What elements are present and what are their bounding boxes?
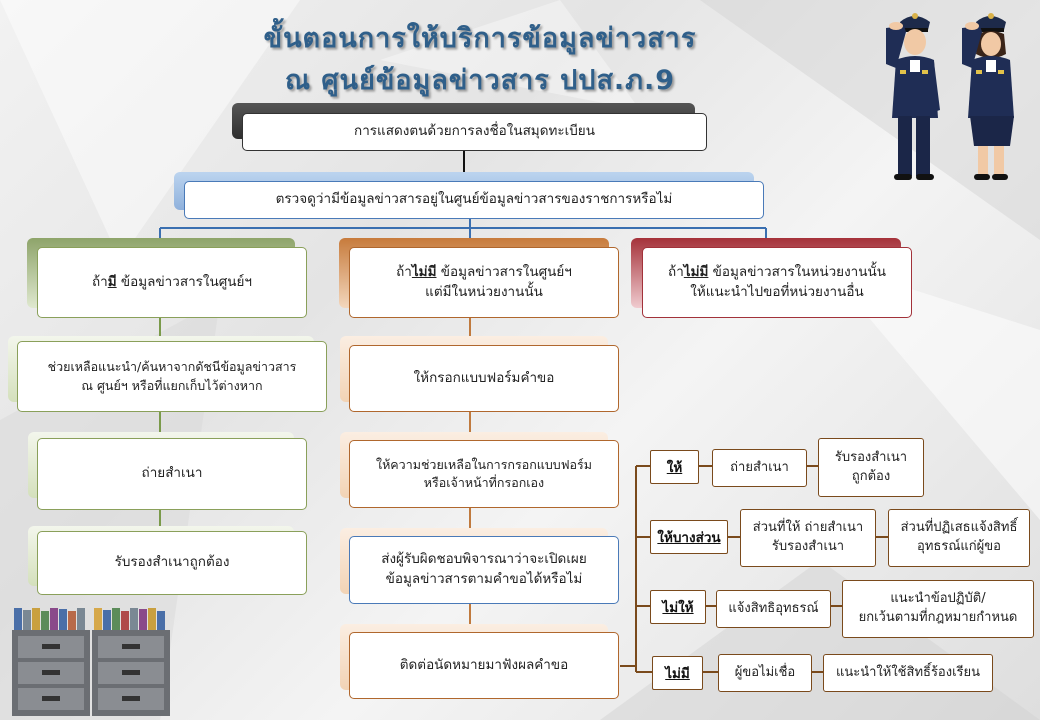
orange-step-2: ให้ความช่วยเหลือในการกรอกแบบฟอร์ม หรือเจ… xyxy=(349,440,619,508)
outcome-action-none: ผู้ขอไม่เชื่อ xyxy=(718,654,812,692)
green-step-2: ถ่ายสำเนา xyxy=(37,438,307,510)
green-step-3: รับรองสำเนาถูกต้อง xyxy=(37,531,307,595)
orange-step-3-text: ส่งผู้รับผิดชอบพิจารณาว่าจะเปิดเผย ข้อมู… xyxy=(381,551,587,587)
orange-branch-head: ถ้าไม่มี ข้อมูลข่าวสารในศูนย์ฯ แต่มีในหน… xyxy=(349,247,619,318)
orange-branch-head-text: ถ้าไม่มี ข้อมูลข่าวสารในศูนย์ฯ แต่มีในหน… xyxy=(396,263,572,300)
orange-step-3: ส่งผู้รับผิดชอบพิจารณาว่าจะเปิดเผย ข้อมู… xyxy=(349,536,619,604)
outcome-label-none: ไม่มี xyxy=(652,656,703,690)
orange-step-4: ติดต่อนัดหมายมาฟังผลคำขอ xyxy=(349,632,619,699)
register-step-text: การแสดงตนด้วยการลงชื่อในสมุดทะเบียน xyxy=(354,123,595,140)
outcome-result-partial: ส่วนที่ปฏิเสธแจ้งสิทธิ์ อุทธรณ์แก่ผู้ขอ xyxy=(888,509,1030,567)
green-step-2-text: ถ่ายสำเนา xyxy=(141,465,203,482)
officers-illustration-icon xyxy=(886,13,1014,180)
red-branch-head: ถ้าไม่มี ข้อมูลข่าวสารในหน่วยงานนั้น ให้… xyxy=(642,247,912,318)
green-branch-head-text: ถ้ามี ข้อมูลข่าวสารในศูนย์ฯ xyxy=(91,273,253,290)
red-branch-head-text: ถ้าไม่มี ข้อมูลข่าวสารในหน่วยงานนั้น ให้… xyxy=(668,263,886,300)
title-line-2: ณ ศูนย์ข้อมูลข่าวสาร ปปส.ภ.9 xyxy=(284,65,676,96)
outcome-result-none: แนะนำให้ใช้สิทธิ์ร้องเรียน xyxy=(823,654,993,692)
outcome-label-give: ให้ xyxy=(650,450,699,484)
outcome-label-partial: ให้บางส่วน xyxy=(650,520,728,554)
outcome-result-refuse: แนะนำข้อปฏิบัติ/ ยกเว้นตามที่กฎหมายกำหนด xyxy=(842,580,1034,638)
orange-step-4-text: ติดต่อนัดหมายมาฟังผลคำขอ xyxy=(399,656,569,673)
outcome-action-partial: ส่วนที่ให้ ถ่ายสำเนา รับรองสำเนา xyxy=(740,509,876,567)
title-line-1: ขั้นตอนการให้บริการข้อมูลข่าวสาร xyxy=(263,23,697,54)
outcome-result-give: รับรองสำเนา ถูกต้อง xyxy=(818,438,924,497)
green-branch-head: ถ้ามี ข้อมูลข่าวสารในศูนย์ฯ xyxy=(37,247,307,318)
check-step-text: ตรวจดูว่ามีข้อมูลข่าวสารอยู่ในศูนย์ข้อมู… xyxy=(275,191,673,208)
green-step-1: ช่วยเหลือแนะนำ/ค้นหาจากดัชนีข้อมูลข่าวสา… xyxy=(17,341,327,412)
green-step-1-text: ช่วยเหลือแนะนำ/ค้นหาจากดัชนีข้อมูลข่าวสา… xyxy=(47,359,297,393)
check-step: ตรวจดูว่ามีข้อมูลข่าวสารอยู่ในศูนย์ข้อมู… xyxy=(184,181,764,219)
green-step-3-text: รับรองสำเนาถูกต้อง xyxy=(114,554,230,571)
orange-step-2-text: ให้ความช่วยเหลือในการกรอกแบบฟอร์ม หรือเจ… xyxy=(375,456,593,490)
filing-cabinet-icon xyxy=(12,608,170,716)
orange-step-1-text: ให้กรอกแบบฟอร์มคำขอ xyxy=(413,369,555,386)
outcome-action-give: ถ่ายสำเนา xyxy=(712,449,807,487)
register-step: การแสดงตนด้วยการลงชื่อในสมุดทะเบียน xyxy=(242,113,707,151)
outcome-label-refuse: ไม่ให้ xyxy=(650,590,706,624)
orange-step-1: ให้กรอกแบบฟอร์มคำขอ xyxy=(349,345,619,412)
outcome-action-refuse: แจ้งสิทธิอุทธรณ์ xyxy=(716,590,831,628)
